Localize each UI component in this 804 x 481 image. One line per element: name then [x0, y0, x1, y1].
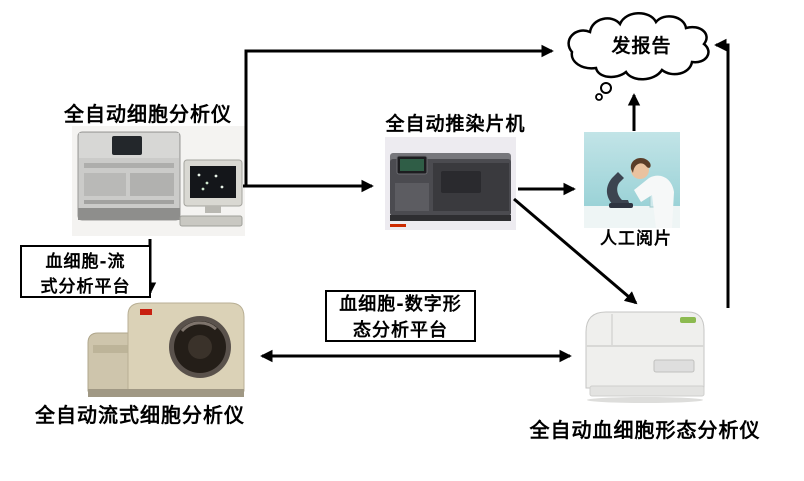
manual-review-photo — [584, 132, 680, 228]
slide-stainer-photo — [385, 137, 516, 230]
morphology-analyzer-label: 全自动血细胞形态分析仪 — [529, 418, 761, 442]
manual-review-label: 人工阅片 — [600, 229, 672, 249]
slide-stainer-label: 全自动推染片机 — [385, 113, 526, 135]
digital-platform-line2: 态分析平台 — [353, 320, 448, 341]
flow-platform-box: 血细胞-流 式分析平台 — [20, 245, 151, 298]
report-cloud-label: 发报告 — [611, 35, 672, 57]
morphology-analyzer-photo — [578, 302, 713, 403]
flow-platform-line2: 式分析平台 — [40, 276, 131, 297]
flow-cytometer-photo — [84, 297, 250, 400]
cell-analyzer-label: 全自动细胞分析仪 — [64, 102, 232, 126]
edge-analyzer-to-report — [244, 44, 554, 186]
cell-analyzer-photo — [72, 126, 245, 236]
flow-cell-analyzer-label: 全自动流式细胞分析仪 — [35, 403, 245, 427]
edge-stainer-to-morphology — [513, 197, 638, 305]
edge-morphology-to-report — [714, 38, 730, 308]
report-cloud-shape — [567, 12, 710, 101]
digital-morphology-platform-box: 血细胞-数字形 态分析平台 — [325, 290, 476, 342]
digital-platform-line1: 血细胞-数字形 — [339, 294, 462, 315]
flow-platform-line1: 血细胞-流 — [45, 251, 126, 272]
